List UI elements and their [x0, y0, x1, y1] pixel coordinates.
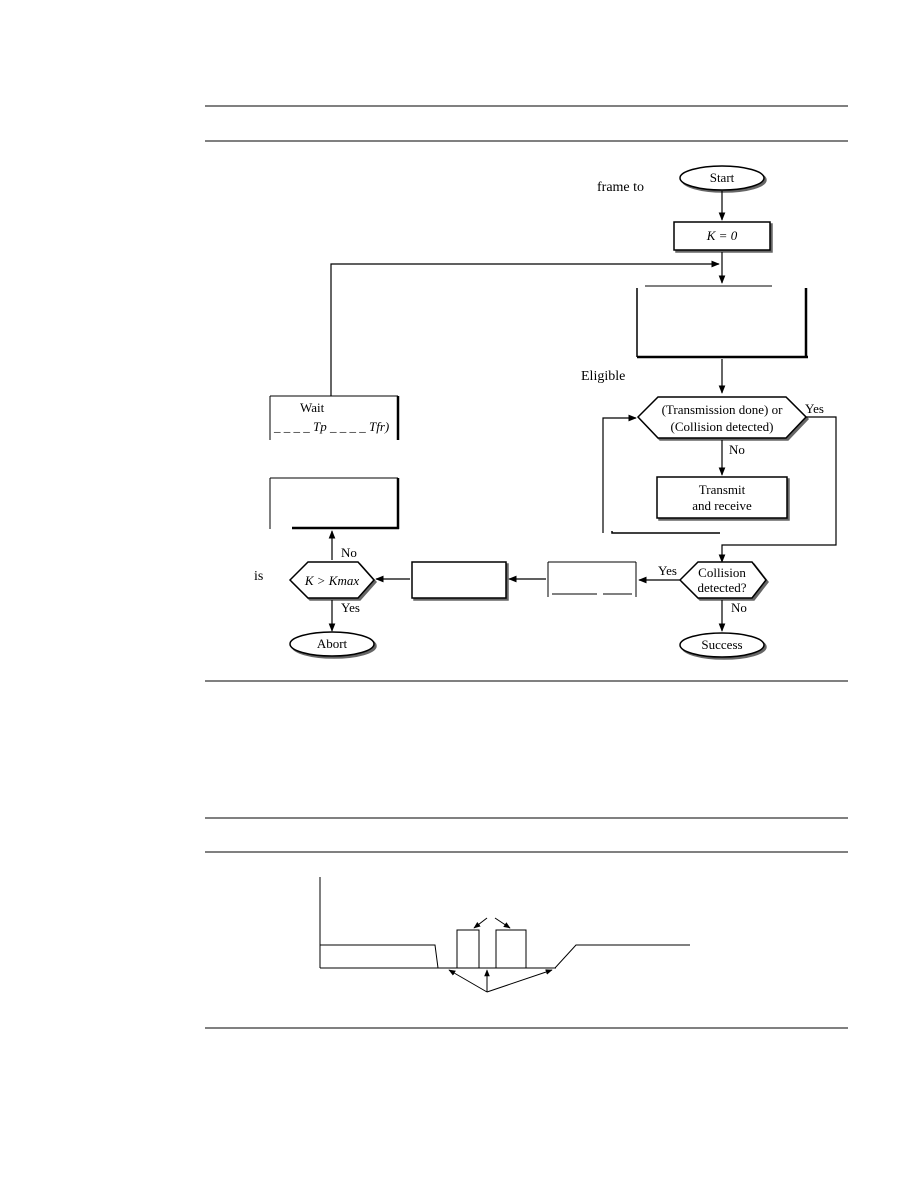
timing-pulse-1 — [456, 929, 480, 969]
k-zero-node: K = 0 — [673, 221, 771, 251]
transmit-node: Transmit and receive — [656, 476, 788, 519]
edge-label-no-tx: No — [729, 442, 745, 457]
edge-label-no-k: No — [341, 545, 357, 560]
timing-arrow-top-left — [473, 917, 488, 929]
edge-tx-yes — [718, 416, 837, 563]
wait-formula: _ _ _ _ Tp _ _ _ _ Tfr) — [273, 419, 389, 434]
k-zero-label: K = 0 — [706, 228, 738, 243]
abort-node: Abort — [289, 631, 375, 657]
transmit-line2: and receive — [692, 498, 752, 513]
success-label: Success — [701, 637, 742, 652]
k-check-label: K > Kmax — [304, 573, 360, 588]
edge-label-yes-k: Yes — [341, 600, 360, 615]
timing-arrow-bottom-left — [448, 969, 488, 993]
k-check-node: K > Kmax — [288, 561, 376, 599]
tx-check-line1: (Transmission done) or — [662, 402, 784, 417]
collision-node: Collision detected? — [678, 561, 767, 599]
edge-label-yes-collision: Yes — [658, 563, 677, 578]
jam-box — [411, 561, 507, 599]
timing-diagram — [319, 877, 690, 993]
tx-check-line2: (Collision detected) — [671, 419, 774, 434]
timing-signal — [320, 944, 690, 969]
collision-line2: detected? — [697, 580, 746, 595]
eligible-box — [636, 285, 808, 359]
collision-line1: Collision — [698, 565, 746, 580]
transmit-bracket — [611, 531, 720, 534]
timing-pulse-2 — [495, 929, 527, 969]
wait-node: Wait _ _ _ _ Tp _ _ _ _ Tfr) — [269, 395, 400, 440]
wait-label: Wait — [300, 400, 325, 415]
transmit-line1: Transmit — [699, 482, 746, 497]
edge-label-yes-tx: Yes — [805, 401, 824, 416]
k-increment-box — [547, 561, 637, 597]
backoff-box — [269, 477, 400, 530]
side-text-eligible: Eligible — [581, 369, 625, 384]
edge-label-no-collision: No — [731, 600, 747, 615]
side-text-is: is — [254, 569, 263, 584]
timing-arrow-bottom-right — [486, 969, 553, 993]
tx-check-node: (Transmission done) or (Collision detect… — [636, 396, 808, 439]
start-node: Start — [679, 165, 765, 191]
abort-label: Abort — [317, 636, 348, 651]
edge-transmit-loop — [602, 414, 637, 533]
start-label: Start — [710, 170, 735, 185]
timing-arrow-top-right — [494, 917, 511, 929]
edge-wait-loop — [330, 260, 720, 396]
success-node: Success — [679, 632, 765, 658]
side-text-frame-to: frame to — [597, 180, 644, 195]
